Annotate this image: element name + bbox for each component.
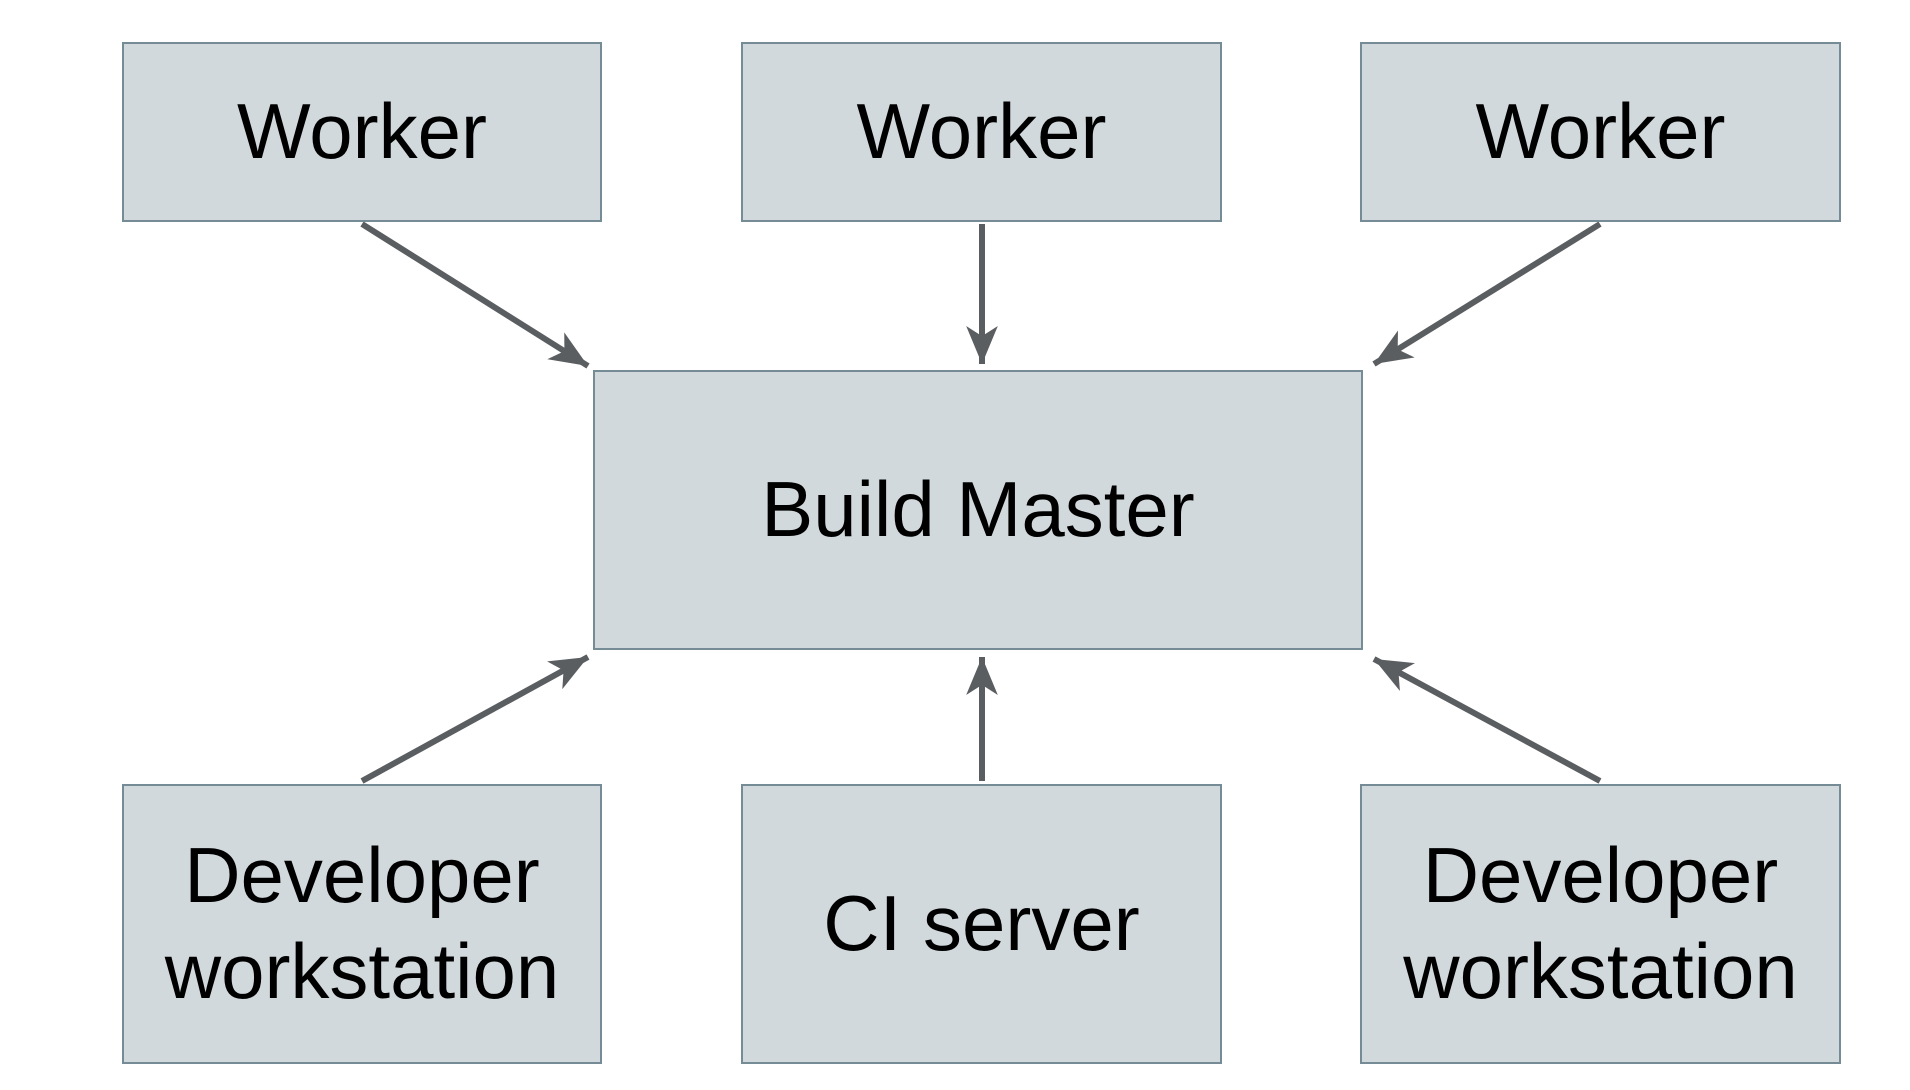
node-ci-server: CI server [741, 784, 1222, 1064]
node-developer-workstation-left: Developer workstation [122, 784, 602, 1064]
edge-worker-3-to-build-master [1372, 221, 1602, 367]
edge-developer-workstation-left-to-build-master [360, 654, 590, 784]
node-worker-3: Worker [1360, 42, 1841, 222]
node-build-master: Build Master [593, 370, 1363, 650]
node-worker-2: Worker [741, 42, 1222, 222]
edge-worker-1-to-build-master [360, 221, 590, 369]
edge-developer-workstation-right-to-build-master [1372, 656, 1602, 784]
node-worker-1: Worker [122, 42, 602, 222]
node-developer-workstation-right: Developer workstation [1360, 784, 1841, 1064]
